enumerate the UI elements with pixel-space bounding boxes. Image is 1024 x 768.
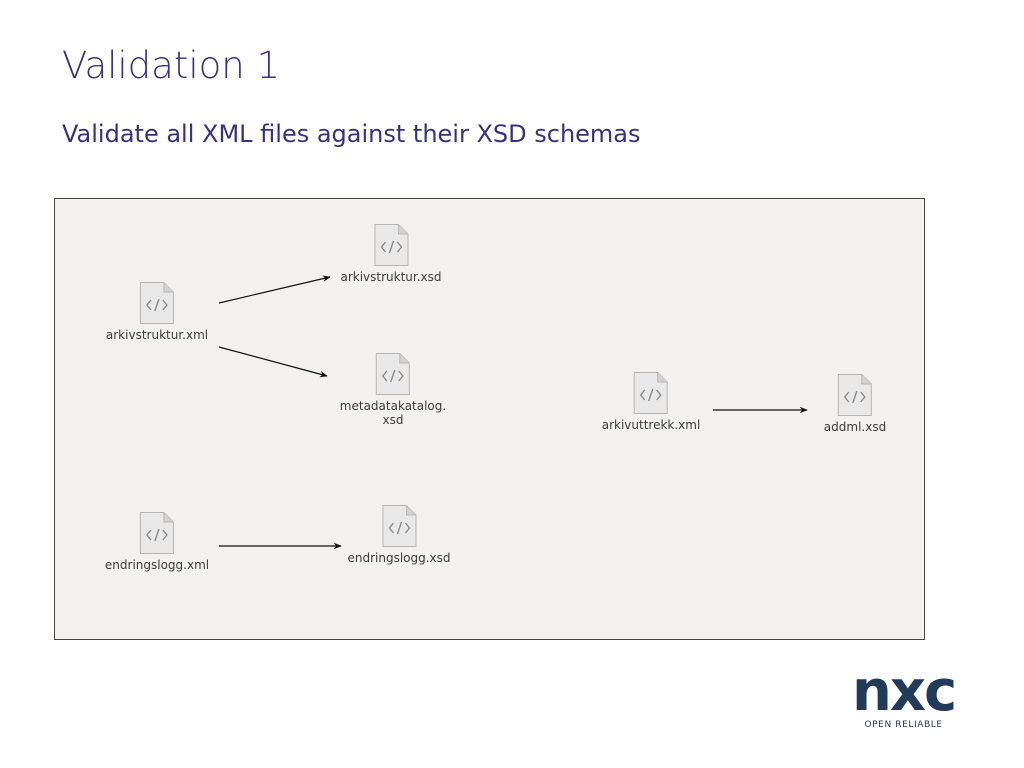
file-label: arkivuttrekk.xml: [601, 418, 701, 432]
file-label: arkivstruktur.xsd: [340, 270, 442, 284]
file-endringslogg-xsd: endringslogg.xsd: [347, 504, 451, 565]
code-file-icon: [373, 224, 408, 266]
diagram-arrows: [218, 275, 808, 550]
file-label: endringslogg.xsd: [347, 551, 451, 565]
file-addml-xsd: addml.xsd: [824, 373, 886, 434]
code-file-icon: [139, 282, 174, 324]
file-label: arkivstruktur.xml: [105, 328, 209, 342]
file-arkivstruktur-xml: arkivstruktur.xml: [106, 281, 208, 342]
code-file-icon: [838, 374, 872, 416]
diagram-panel: arkivstruktur.xml arkivstruktur.xsd meta…: [54, 198, 925, 640]
file-label: metadatakatalog. xsd: [339, 399, 447, 427]
slide-title: Validation 1: [62, 44, 281, 87]
logo-tagline: OPEN RELIABLE: [864, 720, 943, 730]
code-file-icon: [375, 353, 410, 395]
edge-arkivstruktur-xml-to-arkivstruktur-xsd: [218, 275, 331, 304]
nxc-logo: nxc OPEN RELIABLE: [852, 659, 957, 731]
file-endringslogg-xml: endringslogg.xml: [105, 511, 209, 572]
file-label: addml.xsd: [823, 420, 887, 434]
code-file-icon: [139, 512, 174, 554]
file-arkivstruktur-xsd: arkivstruktur.xsd: [340, 223, 442, 284]
logo-mark: nxc: [852, 659, 957, 724]
slide-subtitle: Validate all XML files against their XSD…: [62, 120, 641, 148]
code-file-icon: [381, 505, 416, 547]
file-arkivuttrekk-xml: arkivuttrekk.xml: [601, 371, 701, 432]
edge-arkivstruktur-xml-to-metadatakatalog-xsd: [218, 346, 328, 378]
code-file-icon: [633, 372, 668, 414]
file-metadatakatalog-xsd: metadatakatalog. xsd: [340, 352, 446, 427]
file-label: endringslogg.xml: [104, 558, 210, 572]
